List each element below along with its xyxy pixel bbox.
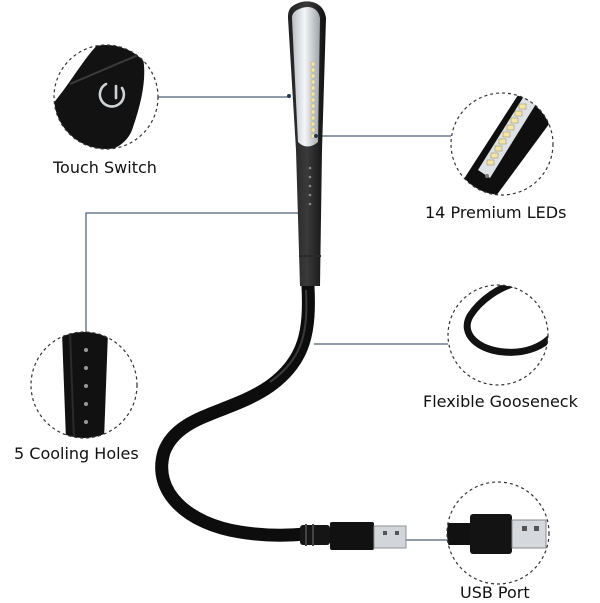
gooseneck-cable xyxy=(155,279,315,542)
label-premium-leds: 14 Premium LEDs xyxy=(425,203,567,222)
leader-lines xyxy=(85,96,451,541)
callout-flexible-gooseneck xyxy=(447,284,549,386)
callout-cooling-holes xyxy=(30,331,138,439)
power-icon xyxy=(98,82,126,108)
callout-premium-leds xyxy=(450,92,554,196)
callout-touch-switch xyxy=(53,44,159,150)
usb-plug xyxy=(300,522,407,550)
label-usb-port: USB Port xyxy=(460,583,530,602)
callout-usb-port xyxy=(446,481,550,585)
gooseneck-highlight xyxy=(269,289,308,383)
led-strip xyxy=(310,61,316,139)
label-cooling-holes: 5 Cooling Holes xyxy=(14,444,139,463)
lamp-head xyxy=(287,1,326,286)
label-touch-switch: Touch Switch xyxy=(53,158,157,177)
cooling-holes xyxy=(308,166,312,206)
label-flexible-gooseneck: Flexible Gooseneck xyxy=(423,392,578,411)
leader-line-cooling xyxy=(85,212,312,333)
